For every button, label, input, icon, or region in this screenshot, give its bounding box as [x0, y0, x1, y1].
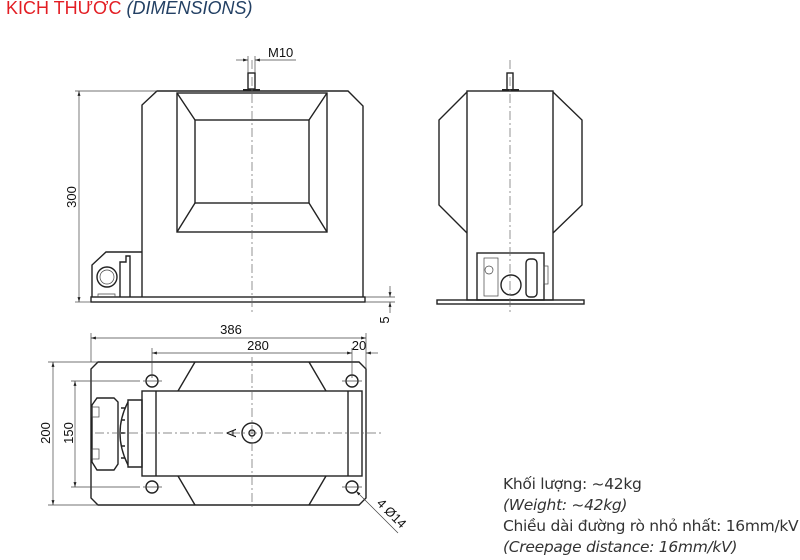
- title-english: (DIMENSIONS): [126, 0, 253, 18]
- side-terminal-circle: [500, 274, 522, 296]
- front-terminal-box: [91, 251, 142, 297]
- terminal-circle: [96, 266, 118, 288]
- top-base-plate: [90, 361, 367, 506]
- dim-hole-spacing-width: 150: [61, 422, 76, 444]
- dim-thread: M10: [268, 45, 293, 60]
- dim-length: 386: [220, 322, 242, 337]
- title-vietnamese: KÍCH THƯỚC: [6, 0, 122, 18]
- weight-en: (Weight: ~42kg): [503, 496, 628, 514]
- side-view: [436, 60, 585, 312]
- dim-base-thickness: 5: [377, 316, 392, 323]
- secondary-connector: [127, 399, 143, 468]
- front-stud: [247, 72, 256, 90]
- creepage-vn: Chiều dài đường rò nhỏ nhất: 16mm/kV: [503, 517, 799, 535]
- side-left-wing: [438, 91, 468, 234]
- specifications: Khối lượng: ~42kg (Weight: ~42kg) Chiều …: [503, 474, 799, 558]
- dim-holes: 4 Ø14: [374, 496, 410, 532]
- side-right-wing: [552, 91, 583, 234]
- view-marker: A: [224, 428, 239, 437]
- creepage-en: (Creepage distance: 16mm/kV): [503, 538, 738, 556]
- front-view: M10 300 5: [64, 45, 395, 324]
- front-base-plate: [90, 296, 366, 303]
- dim-height: 300: [64, 186, 79, 208]
- weight-vn: Khối lượng: ~42kg: [503, 475, 642, 493]
- front-body: [141, 90, 364, 297]
- page-title: KÍCH THƯỚC (DIMENSIONS): [6, 0, 253, 19]
- dim-edge-offset: 20: [352, 338, 366, 353]
- side-terminal-box: [476, 252, 545, 301]
- dim-width: 200: [38, 422, 53, 444]
- top-view: A 386 280 20 200 150 4 Ø14: [38, 322, 410, 534]
- dim-hole-spacing-length: 280: [247, 338, 269, 353]
